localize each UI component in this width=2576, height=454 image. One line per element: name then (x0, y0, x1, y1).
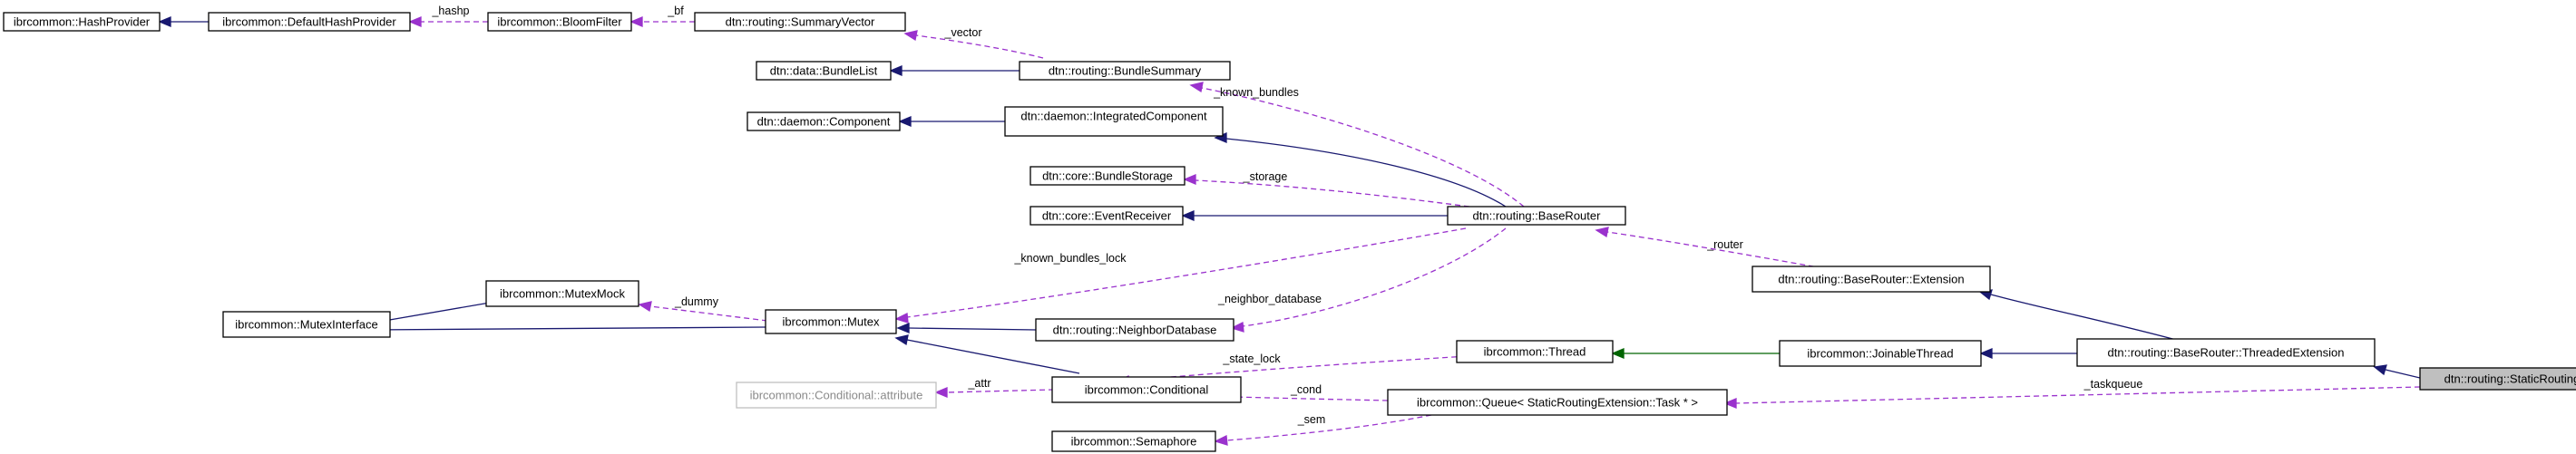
edge-bundlesummary-to-bundlelist (889, 65, 1020, 76)
edge-mutex-to-mutexinterface (357, 324, 766, 335)
node-staticroutingextension[interactable]: dtn::routing::StaticRoutingExtension (2419, 367, 2576, 391)
node-defaulthashprovider[interactable]: ibrcommon::DefaultHashProvider (208, 12, 411, 32)
node-bundlestorage[interactable]: dtn::core::BundleStorage (1029, 166, 1186, 186)
edge-label-vector: _vector (944, 26, 982, 39)
node-joinablethread[interactable]: ibrcommon::JoinableThread (1779, 340, 1982, 367)
node-mutexinterface[interactable]: ibrcommon::MutexInterface (222, 311, 391, 338)
node-extension-label: dtn::routing::BaseRouter::Extension (1778, 273, 1964, 286)
node-bundlelist[interactable]: dtn::data::BundleList (756, 61, 892, 81)
edge-baserouter-storage (1183, 174, 1470, 208)
edge-baserouter-known-bundles (1189, 82, 1525, 208)
edge-extension-router (1595, 227, 1824, 269)
edge-label-state-lock: _state_lock (1222, 353, 1281, 365)
edge-label-router: _router (1706, 238, 1743, 251)
node-bundlesummary-label: dtn::routing::BundleSummary (1049, 64, 1202, 78)
node-hashprovider[interactable]: ibrcommon::HashProvider (3, 12, 161, 32)
edge-staticrouting-to-threadedextension (2373, 364, 2421, 379)
edge-bloomfilter-hashp (408, 16, 488, 27)
edge-conditional-to-mutex (894, 334, 1080, 374)
node-semaphore-label: ibrcommon::Semaphore (1071, 435, 1197, 449)
node-component[interactable]: dtn::daemon::Component (746, 111, 901, 131)
node-bundlesummary[interactable]: dtn::routing::BundleSummary (1019, 61, 1231, 81)
node-conditional-attribute[interactable]: ibrcommon::Conditional::attribute (736, 382, 937, 409)
node-integratedcomponent[interactable]: dtn::daemon::IntegratedComponent (1004, 106, 1224, 137)
node-semaphore[interactable]: ibrcommon::Semaphore (1051, 430, 1216, 452)
node-bloomfilter-label: ibrcommon::BloomFilter (497, 15, 622, 29)
node-queue[interactable]: ibrcommon::Queue< StaticRoutingExtension… (1387, 389, 1728, 416)
node-eventreceiver-label: dtn::core::EventReceiver (1042, 209, 1172, 223)
edge-label-taskqueue: _taskqueue (2083, 378, 2143, 391)
node-mutexmock[interactable]: ibrcommon::MutexMock (485, 280, 639, 307)
edge-label-hashp: _hashp (431, 5, 469, 17)
node-conditional-attribute-label: ibrcommon::Conditional::attribute (750, 389, 923, 402)
edge-neighbordatabase-to-mutex (896, 323, 1037, 333)
node-defaulthashprovider-label: ibrcommon::DefaultHashProvider (222, 15, 396, 29)
node-bloomfilter[interactable]: ibrcommon::BloomFilter (487, 12, 632, 32)
edge-summaryvector-bf (629, 16, 695, 27)
node-eventreceiver[interactable]: dtn::core::EventReceiver (1029, 206, 1184, 226)
edge-mutex-dummy (638, 301, 768, 322)
node-bundlestorage-label: dtn::core::BundleStorage (1042, 169, 1173, 183)
node-baserouter-label: dtn::routing::BaseRouter (1473, 209, 1602, 223)
node-joinablethread-label: ibrcommon::JoinableThread (1807, 347, 1953, 361)
node-neighbordatabase[interactable]: dtn::routing::NeighborDatabase (1035, 318, 1234, 342)
edge-bundlesummary-vector (903, 30, 1044, 59)
edge-label-dummy: _dummy (674, 295, 719, 308)
node-mutex-label: ibrcommon::Mutex (783, 315, 880, 329)
edge-staticrouting-taskqueue (1723, 386, 2421, 409)
edge-label-neighbor-database: _neighbor_database (1217, 293, 1322, 305)
node-mutexmock-label: ibrcommon::MutexMock (500, 287, 625, 301)
node-summaryvector[interactable]: dtn::routing::SummaryVector (694, 12, 906, 32)
edge-label-storage: _storage (1243, 170, 1288, 183)
node-conditional-label: ibrcommon::Conditional (1085, 383, 1209, 397)
node-thread-label: ibrcommon::Thread (1484, 345, 1586, 359)
node-conditional[interactable]: ibrcommon::Conditional (1051, 376, 1242, 403)
node-extension[interactable]: dtn::routing::BaseRouter::Extension (1751, 266, 1991, 293)
edge-label-sem: _sem (1297, 413, 1326, 426)
node-neighbordatabase-label: dtn::routing::NeighborDatabase (1053, 324, 1217, 337)
edge-threadedextension-to-extension (1978, 289, 2187, 343)
node-staticroutingextension-label: dtn::routing::StaticRoutingExtension (2444, 372, 2576, 386)
edge-label-known-bundles: _known_bundles (1213, 86, 1299, 99)
node-mutexinterface-label: ibrcommon::MutexInterface (235, 318, 378, 332)
edge-integratedcomponent-to-component (898, 116, 1005, 127)
edge-defaulthashprovider-to-hashprovider (158, 16, 209, 27)
node-thread[interactable]: ibrcommon::Thread (1456, 340, 1614, 363)
node-threadedextension-label: dtn::routing::BaseRouter::ThreadedExtens… (2108, 346, 2345, 360)
edge-baserouter-known-bundles-lock (894, 227, 1467, 324)
edge-label-bf: _bf (667, 5, 684, 17)
node-component-label: dtn::daemon::Component (757, 115, 891, 129)
edge-label-known-bundles-lock: _known_bundles_lock (1013, 252, 1127, 265)
edge-conditional-attr (934, 387, 1055, 398)
node-threadedextension[interactable]: dtn::routing::BaseRouter::ThreadedExtens… (2076, 338, 2376, 367)
node-summaryvector-label: dtn::routing::SummaryVector (726, 15, 875, 29)
node-mutex[interactable]: ibrcommon::Mutex (765, 309, 897, 334)
edge-label-attr: _attr (967, 377, 990, 390)
edge-queue-sem (1214, 414, 1432, 446)
node-baserouter[interactable]: dtn::routing::BaseRouter (1447, 206, 1626, 226)
node-bundlelist-label: dtn::data::BundleList (770, 64, 878, 78)
node-integratedcomponent-label: dtn::daemon::IntegratedComponent (1020, 110, 1207, 123)
edge-label-cond: _cond (1290, 383, 1322, 396)
edge-baserouter-neighbor-database (1230, 227, 1507, 333)
edge-baserouter-to-eventreceiver (1181, 210, 1448, 221)
node-queue-label: ibrcommon::Queue< StaticRoutingExtension… (1417, 396, 1698, 410)
node-hashprovider-label: ibrcommon::HashProvider (14, 15, 151, 29)
